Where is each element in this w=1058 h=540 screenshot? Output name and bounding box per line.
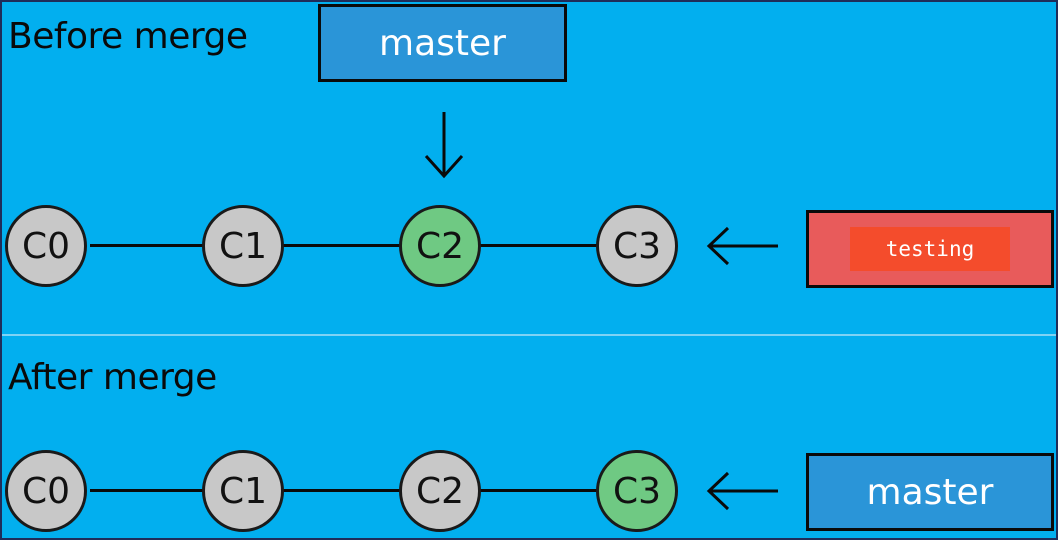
arrow-left-icon <box>706 471 778 511</box>
commit-label: C2 <box>415 225 465 267</box>
commit-c3-before: C3 <box>596 205 678 287</box>
commit-label: C1 <box>218 225 268 267</box>
arrow-left-icon <box>706 226 778 266</box>
commit-label: C3 <box>612 470 662 512</box>
commit-c1-after: C1 <box>202 450 284 532</box>
commit-c0-after: C0 <box>5 450 87 532</box>
testing-label: testing <box>806 210 1054 288</box>
after-merge-heading: After merge <box>8 357 217 398</box>
before-merge-heading: Before merge <box>8 16 248 57</box>
commit-label: C2 <box>415 470 465 512</box>
commit-c2-after: C2 <box>399 450 481 532</box>
commit-label: C0 <box>21 470 71 512</box>
commit-c0-before: C0 <box>5 205 87 287</box>
master-label-before: master <box>318 4 567 82</box>
commit-line-after <box>90 489 604 492</box>
commit-label: C3 <box>612 225 662 267</box>
master-label-after: master <box>806 453 1054 531</box>
commit-label: C1 <box>218 470 268 512</box>
commit-line-before <box>90 244 604 247</box>
commit-c2-before: C2 <box>399 205 481 287</box>
commit-c3-after: C3 <box>596 450 678 532</box>
commit-label: C0 <box>21 225 71 267</box>
section-divider <box>2 334 1056 336</box>
testing-label-text: testing <box>850 227 1010 271</box>
arrow-down-icon <box>424 112 464 179</box>
commit-c1-before: C1 <box>202 205 284 287</box>
